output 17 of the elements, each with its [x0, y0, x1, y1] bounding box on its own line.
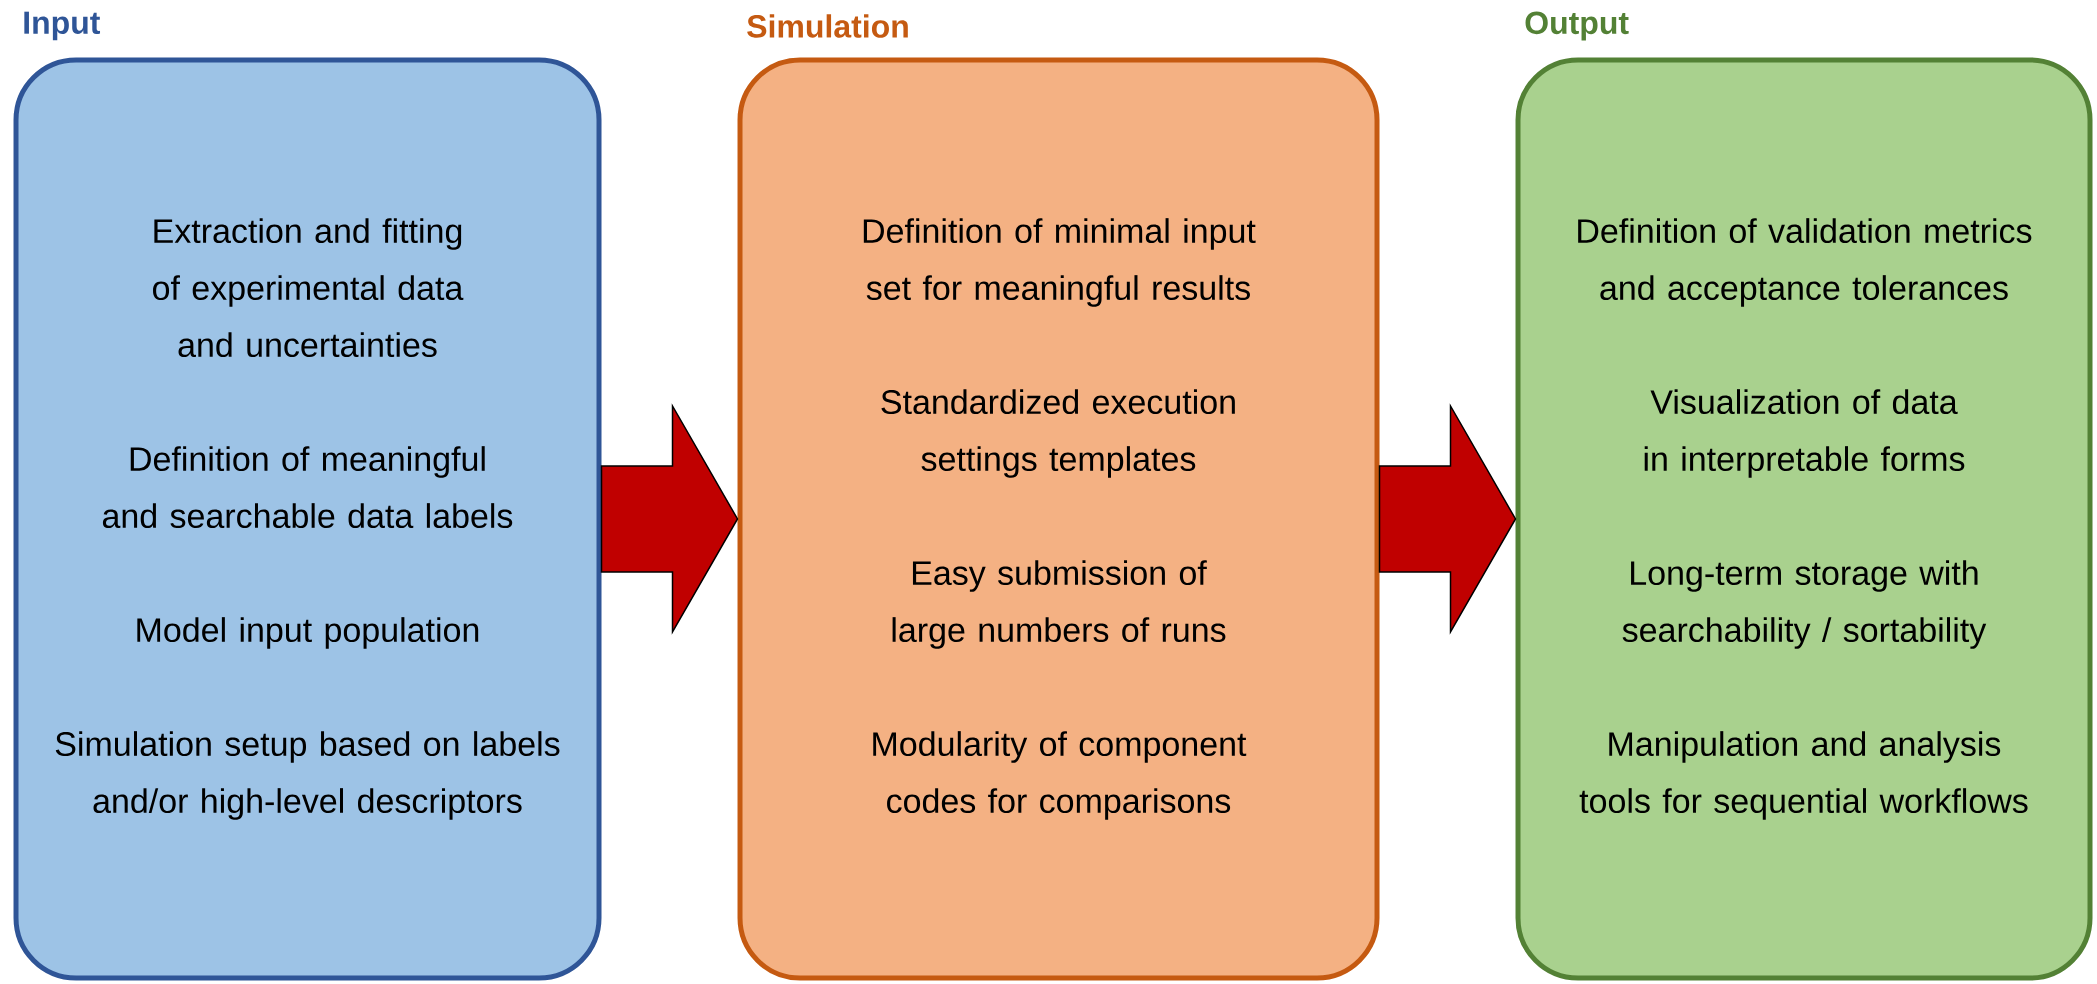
item-text: Visualization of data in interpretable forms	[1644, 389, 1965, 478]
item-text: Definition of meaningful and searchable data labels	[102, 446, 513, 529]
item-text: Modularity of component codes for comparisons	[873, 731, 1247, 820]
block-arrow	[1378, 403, 1517, 635]
heading: Input	[24, 11, 100, 41]
heading: Simulation	[747, 14, 908, 38]
item-text: Extraction and fitting of experimental data and uncertainties	[153, 218, 464, 358]
block-arrow	[600, 403, 739, 635]
item-text: Definition of validation metrics and acceptance tolerances	[1578, 218, 2032, 307]
item-text: Easy submission of large numbers of runs	[892, 560, 1226, 649]
item-text: Model input population	[137, 617, 479, 649]
item-text: Long-term storage with searchability / sortability	[1622, 560, 1987, 649]
item-text: Standardized execution settings templates	[881, 389, 1235, 478]
item-text: Definition of minimal input set for meaningful results	[863, 218, 1256, 307]
heading: Output	[1525, 11, 1629, 41]
item-text: Manipulation and analysis tools for sequential workflows	[1579, 731, 2028, 820]
item-text: Simulation setup based on labels and/or high-level descriptors	[55, 731, 560, 820]
